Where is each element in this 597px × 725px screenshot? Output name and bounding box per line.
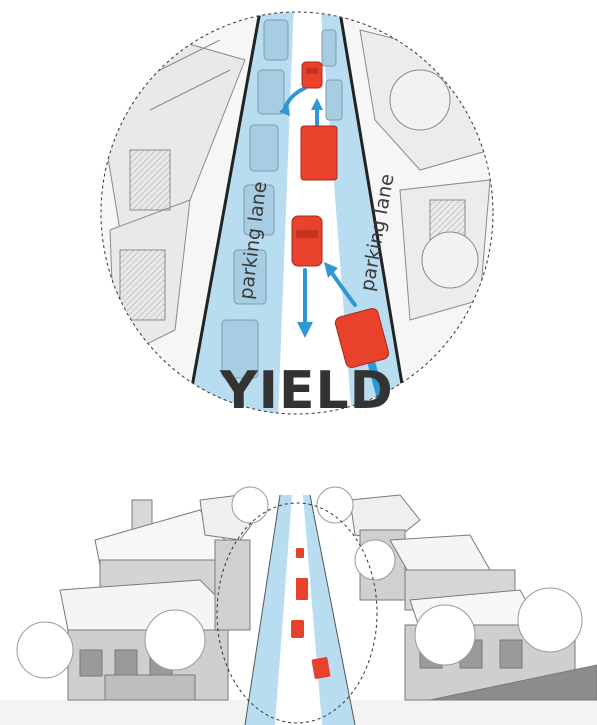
left-houses bbox=[60, 495, 255, 700]
magnified-view: parking lane parking lane YIELD bbox=[90, 0, 510, 421]
red-car-far bbox=[302, 62, 322, 88]
yield-label: YIELD bbox=[219, 361, 394, 421]
red-car-middle bbox=[292, 216, 322, 266]
street-overview bbox=[0, 487, 597, 725]
red-truck bbox=[301, 126, 337, 180]
